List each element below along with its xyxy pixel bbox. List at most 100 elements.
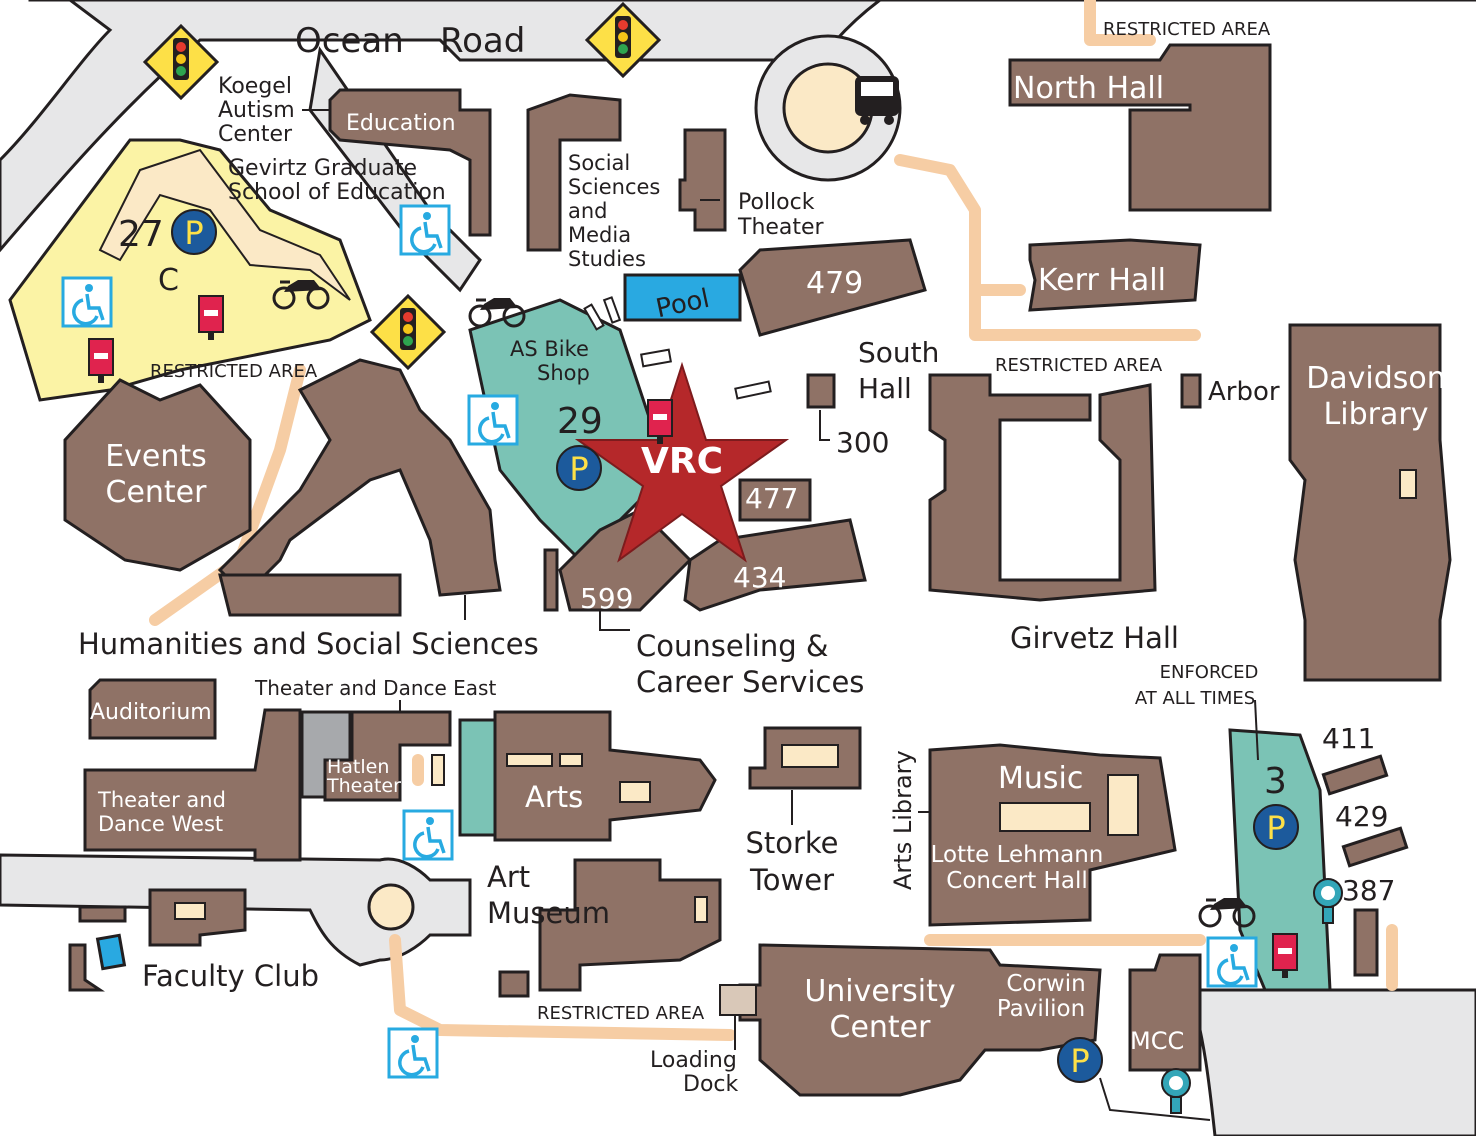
building-300 bbox=[806, 373, 836, 409]
lot-27 bbox=[8, 138, 372, 402]
parking-icon: P bbox=[171, 209, 217, 255]
arts-building bbox=[493, 710, 717, 842]
kerr-hall bbox=[1028, 238, 1202, 312]
events-center bbox=[63, 378, 252, 572]
svg-text:Sciences: Sciences bbox=[568, 175, 660, 199]
parking-icon: P bbox=[1057, 1037, 1103, 1083]
building-479-label: 479 bbox=[806, 266, 863, 301]
svg-text:Lotte Lehmann: Lotte Lehmann bbox=[931, 842, 1104, 868]
svg-text:Pollock: Pollock bbox=[738, 190, 815, 215]
loading-dock bbox=[719, 984, 757, 1016]
parking-badges: P P P P bbox=[171, 209, 1299, 1121]
svg-text:Career Services: Career Services bbox=[636, 665, 864, 699]
svg-text:Arbor: Arbor bbox=[1208, 377, 1280, 407]
lot-3 bbox=[1228, 728, 1332, 992]
svg-text:27: 27 bbox=[118, 214, 164, 255]
leader-lines bbox=[302, 109, 1259, 1050]
education-label: Education bbox=[346, 111, 456, 136]
restricted-area-lot27: RESTRICTED AREA bbox=[150, 361, 318, 382]
parking-icon: P bbox=[556, 445, 602, 491]
svg-text:Pavilion: Pavilion bbox=[997, 996, 1085, 1022]
svg-text:Storke: Storke bbox=[745, 826, 838, 860]
accessible-parking-icon bbox=[1206, 936, 1258, 988]
girvetz-label: Girvetz Hall bbox=[1010, 621, 1179, 655]
svg-text:Corwin: Corwin bbox=[1006, 971, 1085, 997]
restricted-area-uc: RESTRICTED AREA bbox=[537, 1003, 705, 1024]
vrc-marker[interactable]: VRC bbox=[574, 361, 790, 563]
traffic-light-icon bbox=[370, 294, 446, 370]
arbor bbox=[1180, 373, 1202, 409]
svg-text:Hatlen: Hatlen bbox=[327, 756, 389, 778]
svg-text:P: P bbox=[184, 214, 203, 252]
svg-text:Koegel: Koegel bbox=[218, 74, 292, 99]
svg-text:Autism: Autism bbox=[218, 98, 295, 123]
svg-text:Museum: Museum bbox=[487, 896, 610, 930]
arts-label: Arts bbox=[525, 780, 583, 814]
building-434-label: 434 bbox=[733, 561, 786, 594]
building-411 bbox=[1321, 754, 1389, 796]
svg-text:Davidson: Davidson bbox=[1306, 361, 1446, 396]
svg-text:Dance West: Dance West bbox=[98, 812, 223, 836]
svg-text:C: C bbox=[158, 263, 179, 298]
building-387-label: 387 bbox=[1342, 874, 1395, 907]
music-label: Music bbox=[998, 761, 1083, 796]
svg-text:Dock: Dock bbox=[683, 1072, 738, 1097]
labels: Ocean Road Education Koegel Autism Cente… bbox=[78, 19, 1446, 1097]
svg-text:University: University bbox=[804, 974, 955, 1009]
svg-text:Art: Art bbox=[487, 860, 530, 894]
svg-text:Tower: Tower bbox=[749, 863, 834, 897]
humanities-label: Humanities and Social Sciences bbox=[78, 627, 539, 661]
svg-text:AS Bike: AS Bike bbox=[510, 337, 589, 361]
kerr-hall-label: Kerr Hall bbox=[1038, 263, 1166, 298]
svg-text:P: P bbox=[1266, 809, 1285, 847]
icons bbox=[61, 2, 1343, 1114]
humanities-building-south bbox=[218, 573, 402, 617]
svg-text:Theater and: Theater and bbox=[97, 788, 226, 812]
svg-text:P: P bbox=[569, 450, 588, 488]
restricted-area-south-hall: RESTRICTED AREA bbox=[995, 355, 1163, 376]
hatlen-theater bbox=[323, 710, 452, 802]
accessible-parking-icon bbox=[402, 809, 454, 861]
auditorium bbox=[88, 678, 217, 740]
south-hall-girvetz bbox=[928, 373, 1157, 602]
svg-text:Concert Hall: Concert Hall bbox=[946, 868, 1087, 894]
accessible-parking-icon bbox=[387, 1027, 439, 1079]
svg-text:Center: Center bbox=[106, 475, 208, 510]
faculty-club-label: Faculty Club bbox=[142, 959, 319, 993]
arts-library-label: Arts Library bbox=[889, 750, 917, 890]
svg-text:Shop: Shop bbox=[537, 361, 590, 385]
svg-text:Events: Events bbox=[105, 439, 207, 474]
parking-meter-icon bbox=[1161, 1068, 1191, 1114]
bus-stop-icon bbox=[855, 76, 899, 125]
walkways bbox=[149, 0, 1398, 1041]
building-599 bbox=[558, 508, 693, 612]
svg-text:Hall: Hall bbox=[858, 372, 912, 405]
auditorium-label: Auditorium bbox=[90, 700, 212, 725]
svg-text:P: P bbox=[1070, 1042, 1089, 1080]
ocean-label: Ocean bbox=[295, 21, 404, 61]
building-411-label: 411 bbox=[1322, 722, 1375, 755]
svg-text:AT ALL TIMES: AT ALL TIMES bbox=[1135, 688, 1255, 709]
accessible-parking-icon bbox=[61, 276, 113, 328]
building-429-label: 429 bbox=[1335, 800, 1388, 833]
north-hall bbox=[1008, 43, 1272, 212]
lot-arts bbox=[458, 718, 500, 837]
svg-text:29: 29 bbox=[557, 401, 603, 442]
svg-text:Theater: Theater bbox=[737, 215, 825, 240]
mcc bbox=[1128, 953, 1202, 1072]
svg-text:Loading: Loading bbox=[650, 1048, 737, 1073]
accessible-parking-icon bbox=[399, 204, 451, 256]
building-429 bbox=[1341, 826, 1409, 868]
svg-text:Center: Center bbox=[218, 122, 293, 147]
building-479 bbox=[738, 238, 927, 337]
svg-text:Social: Social bbox=[568, 151, 630, 175]
svg-text:Library: Library bbox=[1324, 397, 1429, 432]
north-hall-label: North Hall bbox=[1013, 71, 1164, 106]
theater-dance-east-label: Theater and Dance East bbox=[254, 676, 496, 700]
road-label: Road bbox=[440, 21, 525, 61]
svg-text:Counseling &: Counseling & bbox=[636, 629, 828, 663]
svg-text:Theater: Theater bbox=[326, 775, 401, 797]
svg-text:and: and bbox=[568, 199, 608, 223]
parking-icon: P bbox=[1253, 804, 1299, 850]
svg-text:South: South bbox=[858, 336, 939, 369]
